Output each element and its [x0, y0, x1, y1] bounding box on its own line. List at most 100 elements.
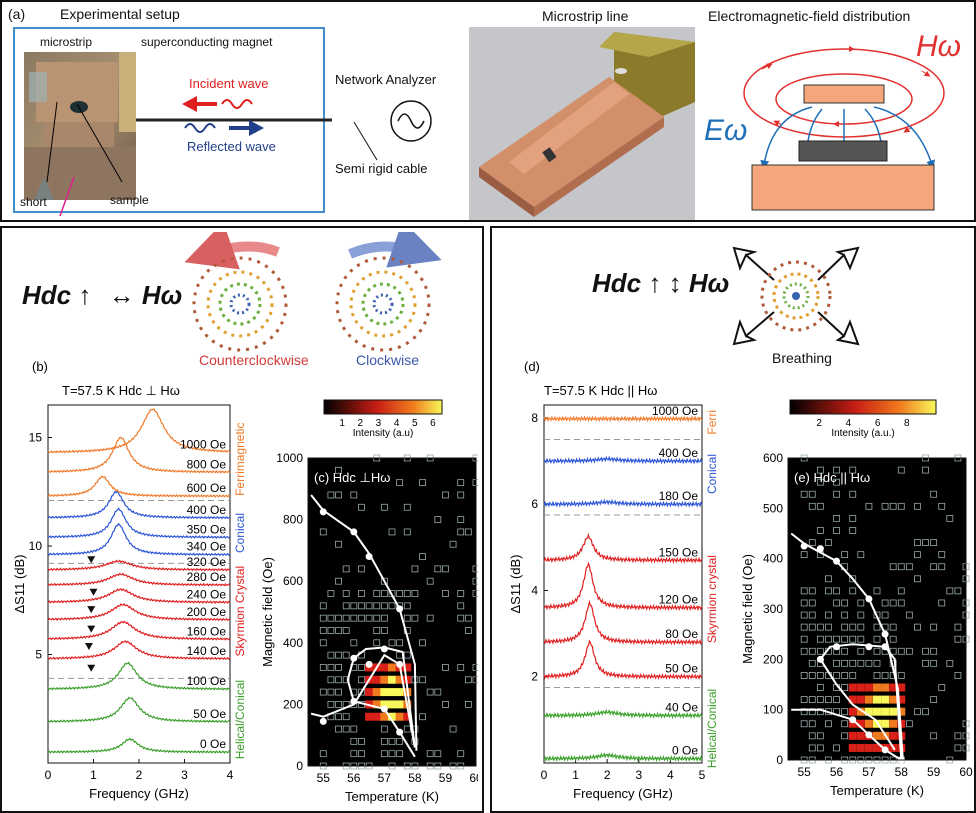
y-tick-label: 600: [283, 574, 303, 588]
peak-marker: [85, 643, 93, 650]
panel-title: (e) Hdc || Hω: [794, 470, 870, 485]
y-tick-label: 600: [763, 451, 783, 465]
x-tick-label: 2: [136, 768, 143, 782]
series-label: 100 Oe: [187, 674, 227, 688]
heat-cell: [396, 688, 404, 696]
cw-label: Clockwise: [356, 352, 419, 368]
heat-cell: [889, 708, 897, 716]
short-label: short: [20, 195, 47, 209]
up-arrow-icon-right: ↑: [648, 268, 661, 298]
sample-label: sample: [110, 193, 149, 207]
chart-d: (d)T=57.5 K Hdc || Hω0123452468Frequency…: [492, 355, 752, 810]
x-tick-label: 5: [699, 768, 706, 782]
up-arrow-icon: ↑: [78, 280, 91, 310]
x-tick-label: 58: [895, 765, 909, 779]
y-tick-label: 800: [283, 513, 303, 527]
series-label: 600 Oe: [187, 481, 227, 495]
heat-cell: [881, 708, 889, 716]
y-tick-label: 4: [531, 583, 538, 597]
peak-marker: [87, 626, 95, 633]
y-tick-label: 500: [763, 501, 783, 515]
heat-cell: [388, 688, 396, 696]
heat-cell: [857, 696, 865, 704]
heat-cell: [865, 696, 873, 704]
x-axis-label: Frequency (GHz): [89, 786, 189, 801]
incident-label: Incident wave: [189, 76, 269, 91]
cable-pointer: [352, 120, 392, 164]
x-axis-label: Temperature (K): [345, 789, 439, 804]
left-field-config: Hdc ↑ ↔ Hω: [22, 280, 182, 311]
heat-cell: [849, 684, 857, 692]
series-label: 240 Oe: [187, 587, 227, 601]
y-tick-label: 0: [776, 753, 783, 767]
photo-pointers: [2, 2, 332, 224]
x-tick-label: 3: [635, 768, 642, 782]
chart-condition: T=57.5 K Hdc || Hω: [544, 383, 657, 398]
microstrip-line-render: [469, 27, 695, 220]
x-tick-label: 59: [439, 771, 453, 785]
heat-cell: [380, 688, 388, 696]
x-tick-label: 55: [798, 765, 812, 779]
heat-cell: [849, 708, 857, 716]
chart-condition: T=57.5 K Hdc ⊥ Hω: [62, 383, 180, 398]
chart-b: (b)T=57.5 K Hdc ⊥ Hω0123451015Frequency …: [0, 355, 280, 810]
series-label: 280 Oe: [187, 570, 227, 584]
heat-cell: [873, 696, 881, 704]
colorbar-label: Intensity (a.u.): [831, 428, 894, 439]
heat-cell: [373, 676, 381, 684]
x-tick-label: 0: [45, 768, 52, 782]
x-tick-label: 58: [408, 771, 422, 785]
h-omega-label: Hω: [916, 30, 961, 64]
heat-cell: [881, 720, 889, 728]
ccw-skyrmion-icon: [194, 258, 286, 350]
colorbar-tick: 1: [339, 418, 345, 429]
x-tick-label: 60: [959, 765, 973, 779]
cw-skyrmion-icon: [337, 258, 429, 350]
heat-cell: [873, 684, 881, 692]
peak-marker: [87, 665, 95, 672]
e-omega-label: Eω: [704, 114, 747, 148]
colorbar: [790, 400, 936, 414]
heat-cell: [373, 688, 381, 696]
y-tick-label: 0: [296, 759, 303, 773]
series-label: 1000 Oe: [180, 438, 226, 452]
panel-title: (c) Hdc ⊥Hω: [314, 470, 390, 485]
y-axis-label: ΔS11 (dB): [508, 554, 523, 613]
x-tick-label: 56: [830, 765, 844, 779]
heat-cell: [388, 676, 396, 684]
y-axis-label: ΔS11 (dB): [12, 554, 27, 613]
heat-cell: [373, 713, 381, 721]
hdc-label: Hdc: [22, 280, 71, 310]
horizontal-arrow-icon: ↔: [109, 280, 135, 310]
chart-c: 123456Intensity (a.u)5556575859600200400…: [248, 392, 478, 810]
heat-cell: [380, 663, 388, 671]
series-label: 0 Oe: [200, 737, 226, 751]
series-label: 120 Oe: [659, 593, 699, 607]
x-tick-label: 4: [227, 768, 234, 782]
peak-marker: [87, 606, 95, 613]
heat-cell: [388, 663, 396, 671]
phase-label: Conical: [233, 513, 247, 553]
heat-cell: [889, 696, 897, 704]
x-axis-label: Frequency (GHz): [573, 786, 673, 801]
heat-cell: [396, 700, 404, 708]
breathing-icon: [726, 240, 866, 350]
series-label: 400 Oe: [659, 446, 699, 460]
colorbar-tick: 8: [904, 418, 910, 429]
heat-cell: [873, 708, 881, 716]
chart-e: 2468Intensity (a.u.)55565758596001002003…: [726, 392, 974, 810]
phase-point: [865, 643, 872, 650]
x-tick-label: 4: [667, 768, 674, 782]
phase-label: Skyrmion Crystal: [233, 566, 247, 657]
x-tick-label: 60: [469, 771, 478, 785]
homega-label-right: Hω: [689, 268, 729, 298]
x-tick-label: 59: [927, 765, 941, 779]
phase-point: [366, 661, 373, 668]
series-label: 320 Oe: [187, 555, 227, 569]
y-tick-label: 5: [35, 648, 42, 662]
series-label: 150 Oe: [659, 545, 699, 559]
network-label: Network Analyzer: [335, 72, 436, 87]
heat-cell: [881, 684, 889, 692]
heat-cell: [849, 732, 857, 740]
homega-label: Hω: [142, 280, 182, 310]
